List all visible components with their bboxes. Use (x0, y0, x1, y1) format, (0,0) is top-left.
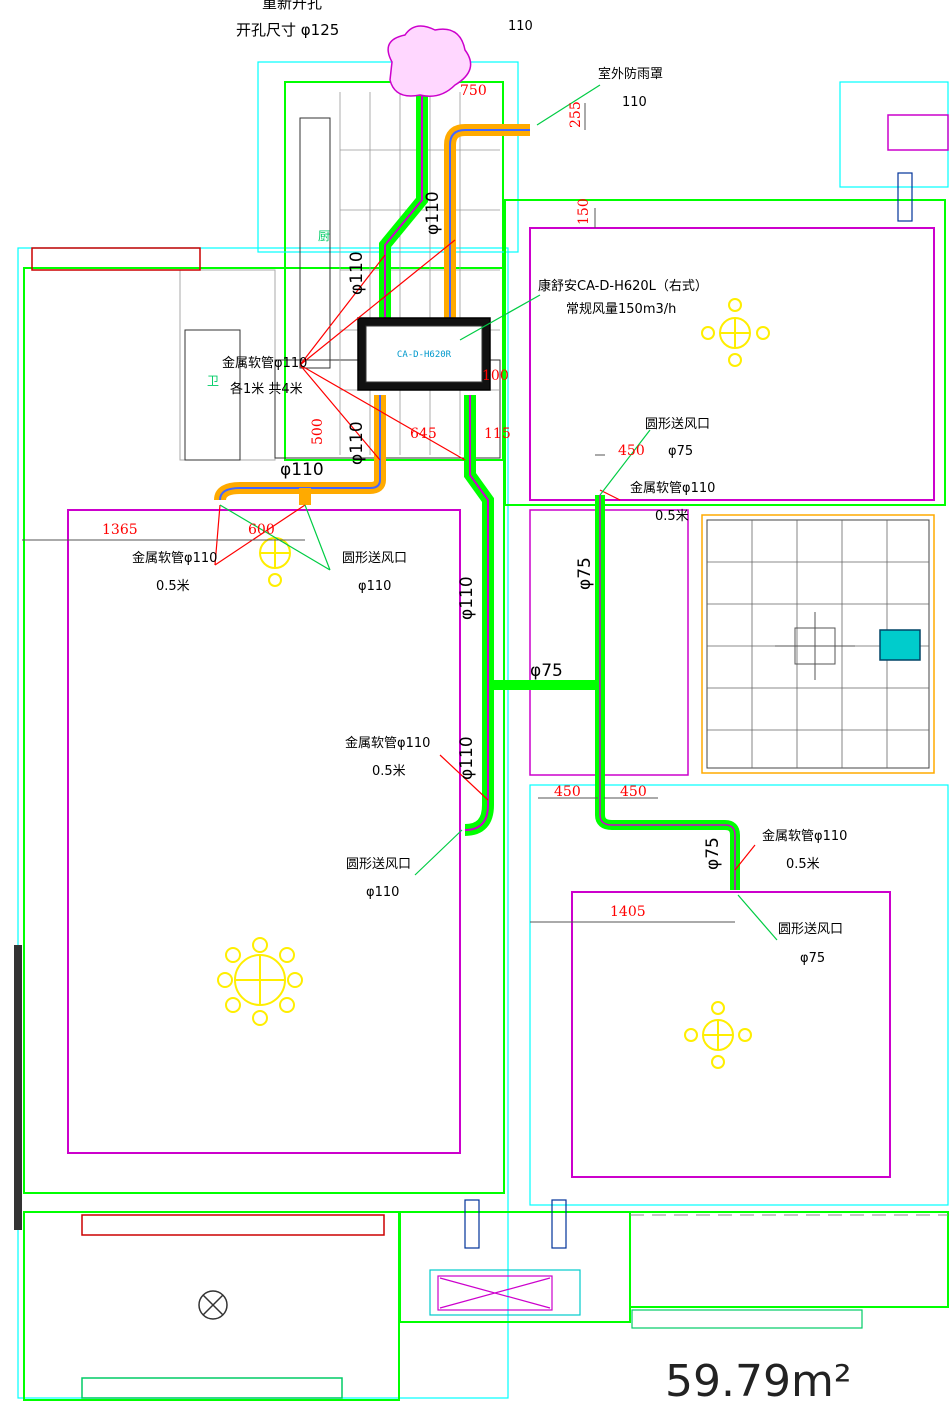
dim-1365: 1365 (102, 522, 138, 538)
bathroom-light-icon (775, 612, 855, 680)
unit-airflow-label: 常规风量150m3/h (566, 302, 676, 317)
pipe-label-corridor-lower: φ110 (457, 736, 477, 780)
pipe-label-horizontal: φ110 (280, 460, 324, 480)
cap-right-size: 110 (622, 95, 647, 110)
wall-socket-icon (879, 629, 921, 661)
ducts (214, 55, 740, 890)
dim-750: 750 (460, 83, 487, 99)
hose-mid-length: 0.5米 (372, 764, 406, 779)
unit-model-label: 康舒安CA-D-H620L（右式） (538, 278, 708, 294)
dimension-lines (22, 103, 735, 923)
outlet-left-size: φ110 (358, 579, 391, 594)
pipe-label-corridor: φ110 (457, 576, 477, 620)
cap-right-label: 室外防雨罩 (598, 66, 663, 82)
hose-tr-label: 金属软管φ110 (630, 480, 715, 496)
hose-br-length: 0.5米 (786, 857, 820, 872)
hose-unit-length: 各1米 共4米 (230, 381, 303, 397)
ceiling-light-icon (684, 1001, 752, 1069)
top-hole-label: 重新开孔 (262, 0, 322, 12)
pipe-labels: φ110 φ110 φ110 φ110 φ110 φ110 φ75 φ75 φ7… (280, 191, 723, 870)
dim-600: 600 (248, 522, 275, 538)
dim-1405: 1405 (610, 904, 646, 920)
outlet-tr-size: φ75 (668, 444, 693, 459)
outlet-tr-label: 圆形送风口 (645, 417, 710, 432)
dim-150: 150 (576, 198, 592, 225)
hose-tr-length: 0.5米 (655, 509, 689, 524)
dim-115: 115 (484, 426, 511, 442)
hose-left-length: 0.5米 (156, 579, 190, 594)
light-fixtures (217, 298, 770, 1069)
hose-left-label: 金属软管φ110 (132, 550, 217, 566)
pipe-label-branch-vert: φ75 (575, 557, 595, 590)
outlet-mid-size: φ110 (366, 885, 399, 900)
dim-450-top: 450 (618, 443, 645, 459)
room-bath-label: 卫 (207, 374, 219, 388)
pipe-label-top: φ110 (423, 191, 443, 235)
dim-645: 645 (410, 426, 437, 442)
pipe-label-lower-left: φ110 (347, 421, 367, 465)
pipe-label-br: φ75 (703, 837, 723, 870)
dim-255: 255 (568, 101, 584, 128)
dim-450-left: 450 (554, 784, 581, 800)
dim-100: 100 (482, 368, 509, 384)
room-kitchen-label: 厨 (318, 229, 330, 243)
hose-br-label: 金属软管φ110 (762, 828, 847, 844)
chandelier-icon (217, 937, 303, 1026)
top-cap-code: 110 (508, 19, 533, 34)
dim-500: 500 (310, 418, 326, 445)
outlet-left-label: 圆形送风口 (342, 551, 407, 566)
ceiling-light-icon (701, 298, 770, 367)
dim-450-right: 450 (620, 784, 647, 800)
dimension-values: 750 255 150 100 500 645 115 1365 600 450… (102, 83, 647, 920)
pipe-label-left-vert: φ110 (347, 251, 367, 295)
ventilation-unit: CA-D-H620R (357, 317, 491, 391)
floor-drain-icon (198, 1290, 228, 1320)
outlet-mid-label: 圆形送风口 (346, 857, 411, 872)
hose-unit-label: 金属软管φ110 (222, 355, 307, 371)
floor-area-label: 59.79m² (665, 1356, 851, 1407)
pipe-label-branch: φ75 (530, 661, 563, 681)
annotations: 重新开孔 开孔尺寸 φ125 110 室外防雨罩 110 康舒安CA-D-H62… (132, 0, 851, 1407)
outlet-br-label: 圆形送风口 (778, 922, 843, 937)
walls (14, 61, 949, 1401)
roof-vent-icon (387, 25, 472, 97)
hose-mid-label: 金属软管φ110 (345, 735, 430, 751)
leader-lines-green (219, 84, 778, 941)
ceiling-light-icon (259, 537, 291, 587)
outlet-br-size: φ75 (800, 951, 825, 966)
top-hole-size: 开孔尺寸 φ125 (236, 21, 339, 39)
leader-lines (214, 239, 756, 871)
unit-body-label: CA-D-H620R (397, 350, 452, 360)
